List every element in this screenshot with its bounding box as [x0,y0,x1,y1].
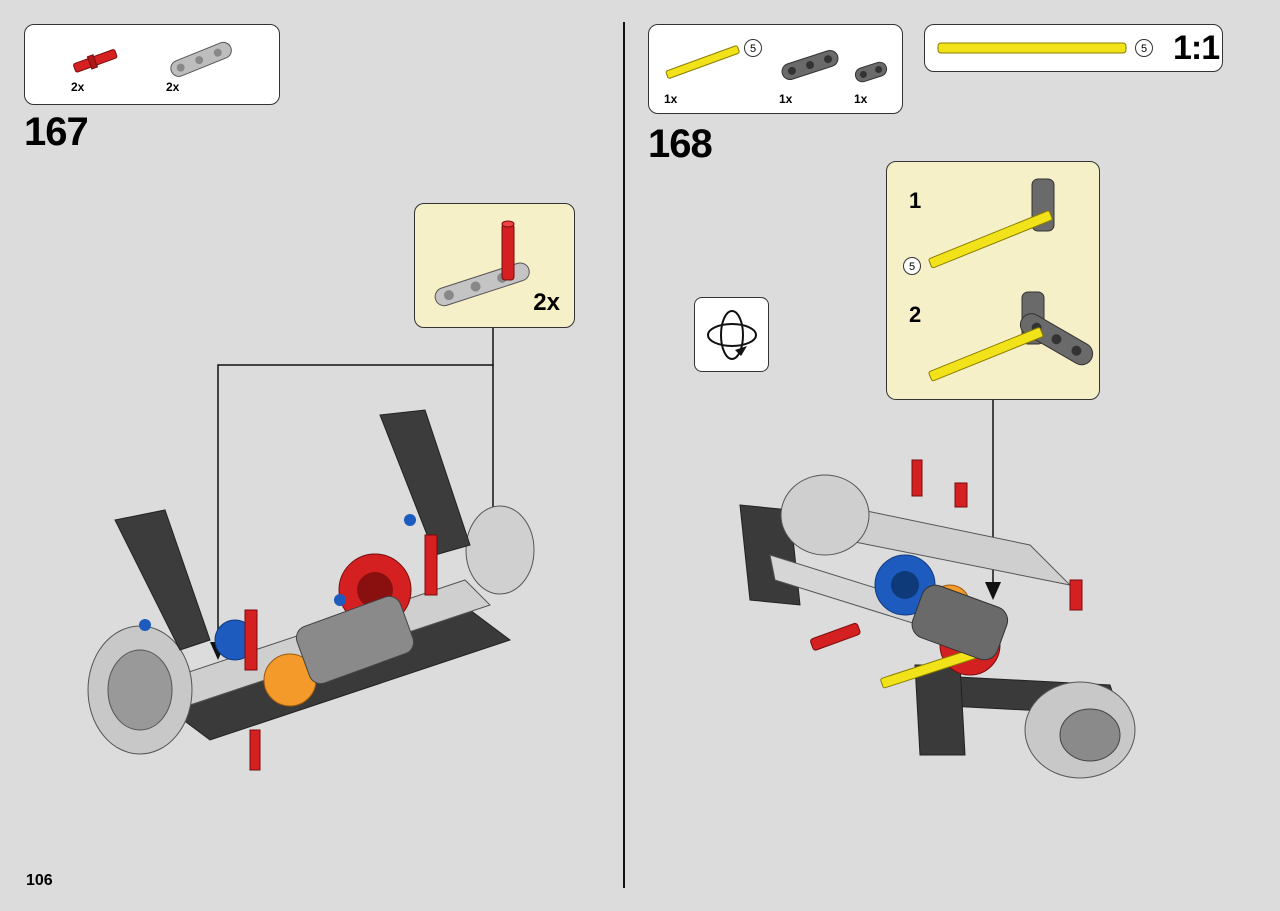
gray-beam-icon [170,41,232,77]
page-number: 106 [26,872,53,889]
subassembly-callout: 2x [414,203,575,328]
parts-list-box-167: 2x 2x [24,24,280,105]
substep-number: 1 [909,188,922,213]
substep-1-illustration [928,178,1055,269]
subassembly-callout: 1 5 2 [886,161,1100,400]
rotate-model-icon [694,297,769,372]
part-qty: 1x [664,92,678,106]
length-indicator: 5 [744,39,762,57]
part-qty: 2x [71,80,85,94]
callout-qty: 2x [533,289,560,316]
step-number: 168 [648,122,713,166]
substep-number: 2 [909,302,922,327]
beam-with-pin-illustration [434,220,530,307]
step-number: 167 [24,110,89,154]
red-axle-pin-icon [73,49,118,73]
scale-box: 5 1:1 [924,24,1223,72]
dark-gray-beam-short-icon [854,61,888,83]
parts-list-box-168: 5 1x 1x 1x [648,24,903,114]
page-divider [623,22,625,888]
substep-2-illustration [928,291,1094,382]
length-indicator: 5 [903,257,921,275]
length-indicator: 5 [1135,39,1153,57]
part-qty: 1x [779,92,793,106]
dark-gray-beam-icon [781,50,839,80]
scale-ratio: 1:1 [1173,29,1220,67]
yellow-axle-icon [665,45,740,79]
yellow-axle-scale-icon [937,42,1127,54]
part-qty: 1x [854,92,868,106]
model-illustration-167 [87,409,535,771]
part-qty: 2x [166,80,180,94]
model-illustration-168 [739,459,1136,779]
